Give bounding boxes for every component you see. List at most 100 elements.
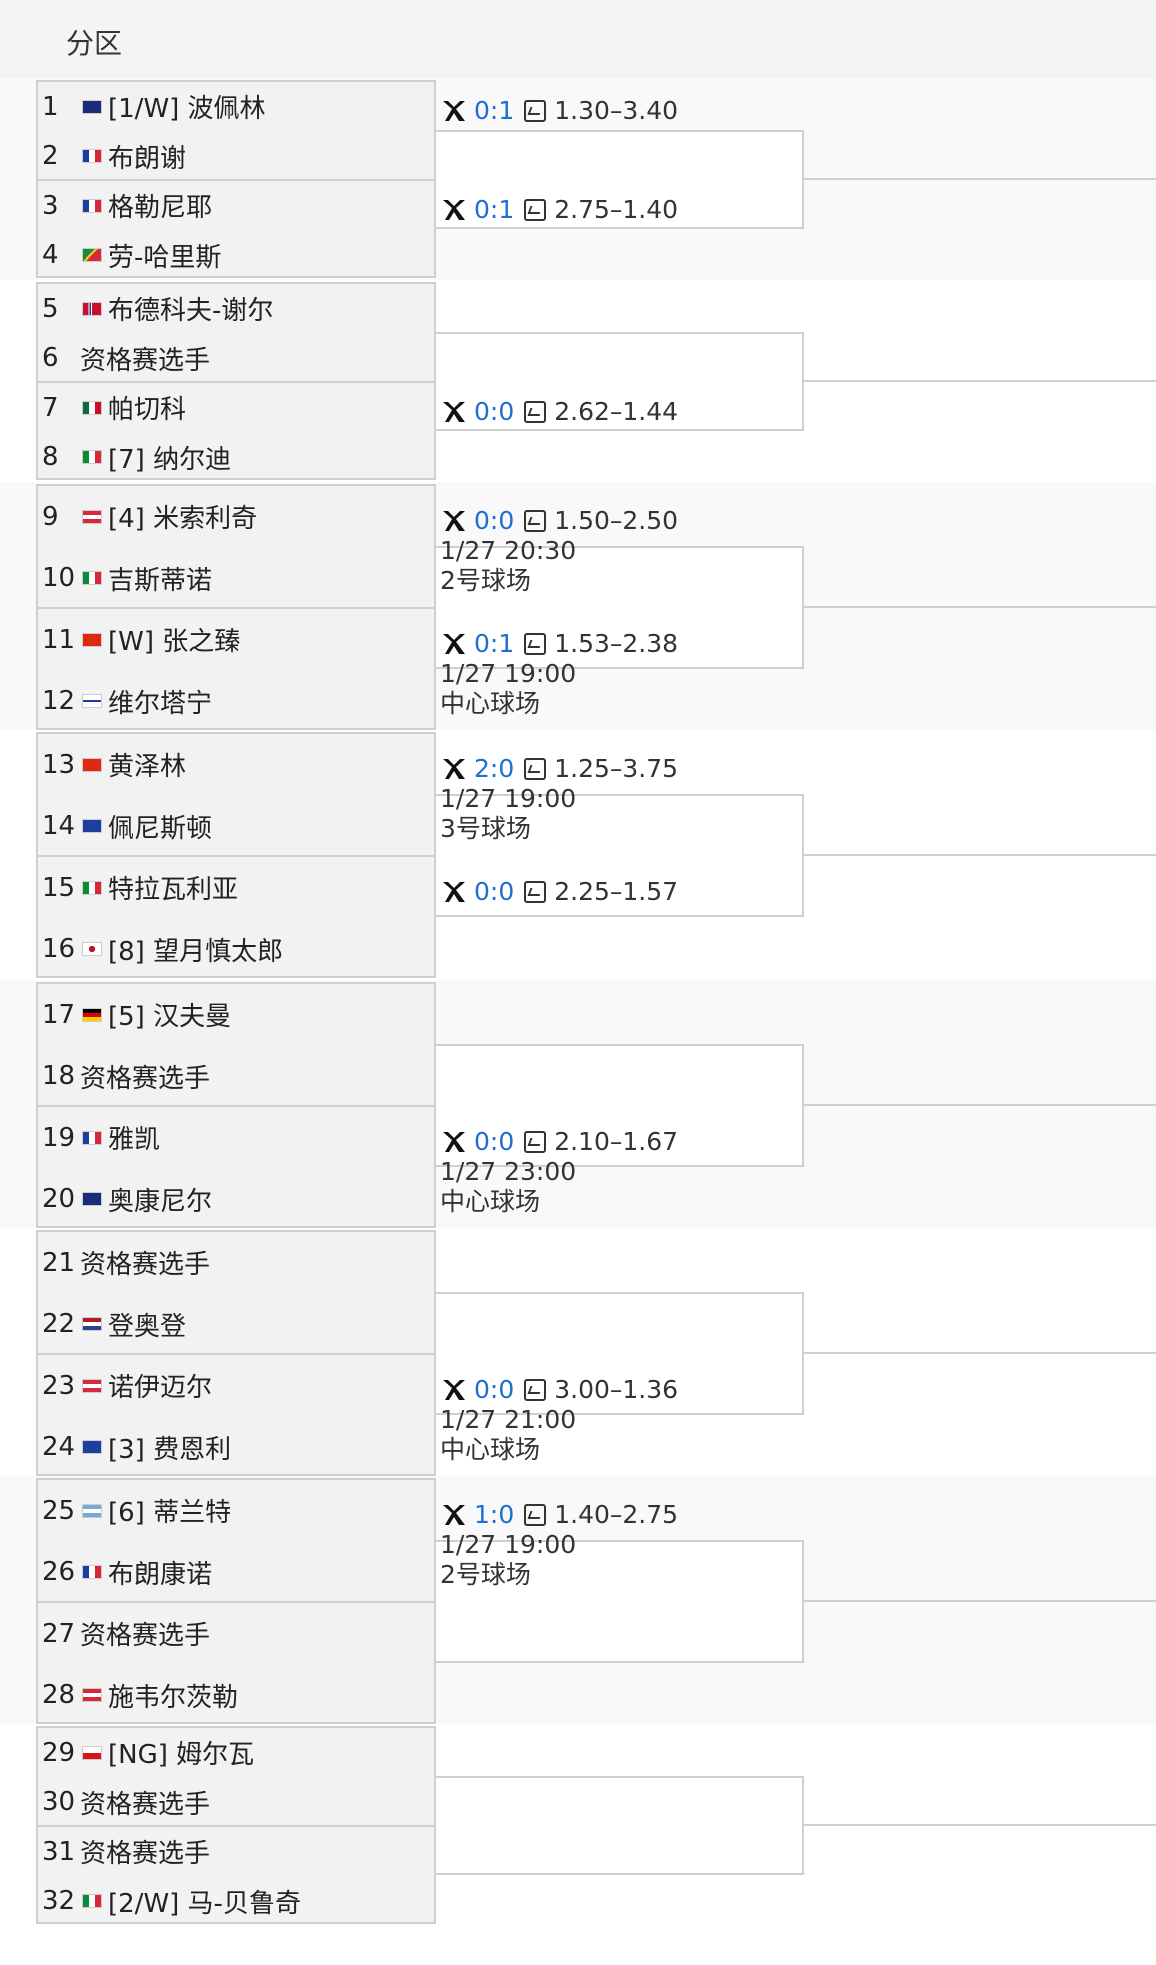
match-court: 3号球场 [440,813,531,843]
player-row[interactable]: 8[7] 纳尔迪 [38,433,434,483]
match-score[interactable]: 0:0 [474,396,515,426]
seed-number: 18 [42,1061,76,1092]
player-row[interactable]: 16[8] 望月慎太郎 [38,919,434,981]
match-score[interactable]: 0:1 [474,628,515,658]
player-name: 诺伊迈尔 [108,1373,213,1404]
match-odds: 2.75–1.40 [554,194,679,224]
bracket-connector [436,1539,804,1663]
match-odds: 1.40–2.75 [554,1499,679,1529]
bet-logo-icon [440,755,468,783]
bet-logo-icon [440,97,468,125]
player-name: 吉斯蒂诺 [108,565,213,596]
flag-icon [82,1317,102,1332]
match-score[interactable]: 2:0 [474,753,515,783]
player-row[interactable]: 25[6] 蒂兰特 [38,1480,434,1542]
bet-logo-icon [440,1376,468,1404]
odds-chart-icon [524,1378,547,1401]
bracket-line [802,1104,1156,1106]
seed-number: 16 [42,934,76,965]
match-score[interactable]: 0:0 [474,505,515,535]
match-score[interactable]: 1:0 [474,1499,515,1529]
flag-icon [82,1440,102,1455]
flag-icon [82,571,102,586]
player-row[interactable]: 1[1/W] 波佩林 [38,82,434,132]
player-row[interactable]: 29[NG] 姆尔瓦 [38,1728,434,1778]
match-odds: 1.30–3.40 [554,95,679,125]
bracket-connector [436,1775,804,1875]
flag-icon [82,880,102,895]
seed-number: 15 [42,872,76,903]
player-row[interactable]: 17[5] 汉夫曼 [38,984,434,1046]
bracket-line [802,380,1156,382]
seed-number: 11 [42,624,76,655]
match-score[interactable]: 0:0 [474,1374,515,1404]
match-court: 2号球场 [440,565,531,595]
seed-number: 22 [42,1309,76,1340]
match-info[interactable]: 0:1 1.30–3.40 [440,96,678,126]
seed-number: 9 [42,501,59,532]
match-score[interactable]: 0:1 [474,194,515,224]
player-name: 劳-哈里斯 [108,242,222,273]
match-score[interactable]: 0:0 [474,1126,515,1156]
bet-logo-icon [440,398,468,426]
seed-number: 1 [42,91,59,122]
player-row[interactable]: 24[3] 费恩利 [38,1417,434,1479]
flag-icon [82,1894,102,1909]
player-row[interactable]: 9[4] 米索利奇 [38,486,434,548]
match-court: 中心球场 [440,688,541,718]
flag-icon [82,1688,102,1703]
seed-number: 21 [42,1247,76,1278]
player-name: 雅凯 [108,1125,161,1156]
player-name: [5] 汉夫曼 [108,1002,232,1033]
flag-icon [82,819,102,834]
match-score[interactable]: 0:0 [474,876,515,906]
match-info[interactable]: 0:1 2.75–1.40 [440,195,678,225]
flag-icon [82,450,102,465]
bracket-connector [436,1043,804,1167]
bracket-connector [436,1291,804,1415]
player-name: [3] 费恩利 [108,1434,232,1465]
player-row[interactable]: 32[2/W] 马-贝鲁奇 [38,1877,434,1927]
match-score[interactable]: 0:1 [474,95,515,125]
player-name: 奥康尼尔 [108,1186,213,1217]
player-row[interactable]: 11[W] 张之臻 [38,609,434,671]
odds-chart-icon [524,400,547,423]
bracket-line [802,1824,1156,1826]
flag-icon [82,198,102,213]
flag-icon [82,509,102,524]
match-time: 1/27 19:00 [440,1529,577,1559]
